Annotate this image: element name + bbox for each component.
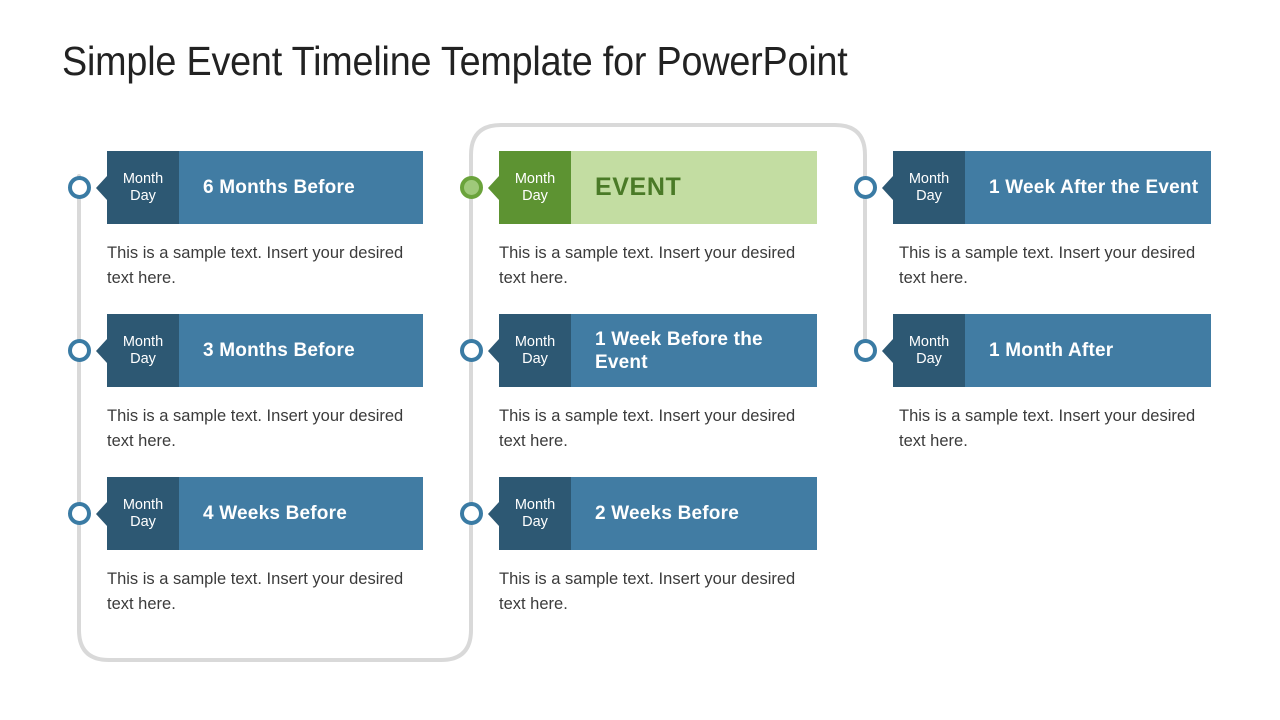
timeline-marker-icon[interactable] <box>68 502 91 525</box>
timeline-card-title: 3 Months Before <box>179 314 423 387</box>
date-month: Month <box>514 170 556 187</box>
timeline-card-title: EVENT <box>571 151 817 224</box>
date-month: Month <box>122 170 164 187</box>
timeline-card[interactable]: Month Day 1 Week After the Event <box>893 151 1211 224</box>
timeline-card-description: This is a sample text. Insert your desir… <box>899 407 1196 450</box>
timeline-marker-icon[interactable] <box>854 176 877 199</box>
timeline-card-date: Month Day <box>893 314 965 387</box>
date-month: Month <box>908 170 950 187</box>
timeline-card-description: This is a sample text. Insert your desir… <box>107 244 404 287</box>
timeline-card-date: Month Day <box>107 477 179 550</box>
timeline-card-description: This is a sample text. Insert your desir… <box>899 244 1196 287</box>
date-month: Month <box>908 333 950 350</box>
timeline-card-title: 4 Weeks Before <box>179 477 423 550</box>
date-month: Month <box>122 333 164 350</box>
date-month: Month <box>514 496 556 513</box>
page-title: Simple Event Timeline Template for Power… <box>62 38 848 84</box>
timeline-card[interactable]: Month Day EVENT <box>499 151 817 224</box>
date-day: Day <box>130 350 156 367</box>
timeline-marker-icon[interactable] <box>460 502 483 525</box>
timeline-card-title: 1 Week Before the Event <box>571 314 817 387</box>
timeline-card-title: 6 Months Before <box>179 151 423 224</box>
timeline-marker-icon[interactable] <box>854 339 877 362</box>
timeline-card-date: Month Day <box>893 151 965 224</box>
timeline-marker-icon[interactable] <box>68 176 91 199</box>
timeline-card-description: This is a sample text. Insert your desir… <box>499 244 796 287</box>
date-day: Day <box>522 513 548 530</box>
date-day: Day <box>130 187 156 204</box>
timeline-card[interactable]: Month Day 1 Month After <box>893 314 1211 387</box>
date-month: Month <box>514 333 556 350</box>
date-day: Day <box>522 350 548 367</box>
timeline-card-date: Month Day <box>499 151 571 224</box>
timeline-card-description: This is a sample text. Insert your desir… <box>107 570 404 613</box>
timeline-card[interactable]: Month Day 2 Weeks Before <box>499 477 817 550</box>
timeline-card-title: 2 Weeks Before <box>571 477 817 550</box>
date-day: Day <box>522 187 548 204</box>
timeline-marker-icon[interactable] <box>460 339 483 362</box>
timeline-marker-icon[interactable] <box>460 176 483 199</box>
date-day: Day <box>130 513 156 530</box>
date-month: Month <box>122 496 164 513</box>
timeline-card-description: This is a sample text. Insert your desir… <box>499 570 796 613</box>
timeline-card-title: 1 Month After <box>965 314 1211 387</box>
timeline-card-date: Month Day <box>499 314 571 387</box>
timeline-card[interactable]: Month Day 3 Months Before <box>107 314 423 387</box>
timeline-card-date: Month Day <box>107 314 179 387</box>
timeline-card-description: This is a sample text. Insert your desir… <box>499 407 796 450</box>
timeline-card-title: 1 Week After the Event <box>965 151 1211 224</box>
timeline-card[interactable]: Month Day 4 Weeks Before <box>107 477 423 550</box>
date-day: Day <box>916 187 942 204</box>
timeline-card[interactable]: Month Day 1 Week Before the Event <box>499 314 817 387</box>
timeline-card-date: Month Day <box>499 477 571 550</box>
timeline-card-date: Month Day <box>107 151 179 224</box>
timeline-marker-icon[interactable] <box>68 339 91 362</box>
timeline-card-description: This is a sample text. Insert your desir… <box>107 407 404 450</box>
date-day: Day <box>916 350 942 367</box>
timeline-card[interactable]: Month Day 6 Months Before <box>107 151 423 224</box>
